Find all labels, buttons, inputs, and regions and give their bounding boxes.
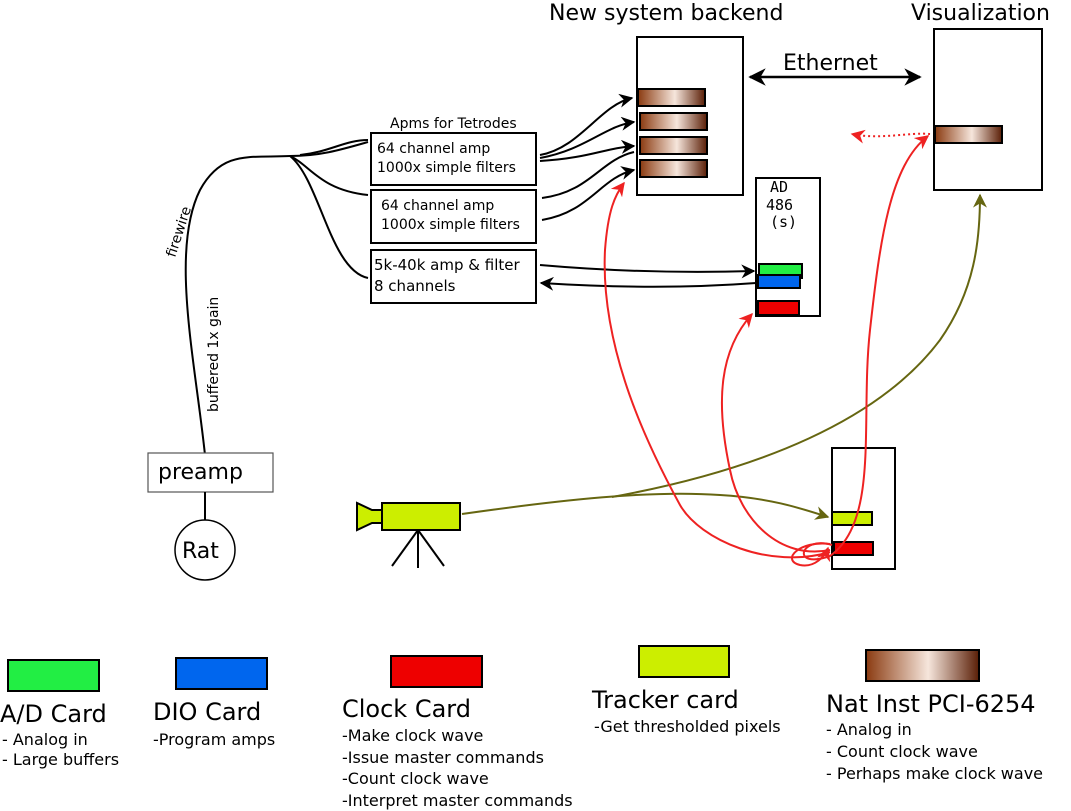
amp-1-line-2: 1000x simple filters bbox=[377, 160, 516, 176]
nat-inst-card-vis bbox=[934, 125, 1003, 144]
amp-2-line-2: 1000x simple filters bbox=[381, 217, 520, 233]
legend-nat-inst-item-2: - Count clock wave bbox=[826, 742, 978, 761]
buffered-label: buffered 1x gain bbox=[206, 297, 222, 412]
nat-inst-card-3 bbox=[639, 136, 708, 155]
legend-ad-item-1: - Analog in bbox=[2, 730, 88, 749]
legend-nat-inst-item-3: - Perhaps make clock wave bbox=[826, 764, 1043, 783]
legend-dio-title: DIO Card bbox=[153, 698, 261, 726]
legend-clock-item-1: -Make clock wave bbox=[342, 726, 483, 745]
clock-card-slot-ad486 bbox=[757, 300, 800, 316]
amp2-to-card4-wire bbox=[541, 166, 636, 221]
amp-2-line-1: 64 channel amp bbox=[381, 198, 494, 214]
nat-inst-card-2 bbox=[639, 112, 708, 131]
legend-tracker-item-1: -Get thresholded pixels bbox=[594, 717, 781, 736]
clock-to-ad486-wire bbox=[720, 312, 831, 553]
legend-clock-swatch bbox=[390, 655, 483, 688]
firewire-label: firewire bbox=[164, 205, 195, 260]
visualization-title: Visualization bbox=[911, 1, 1050, 26]
ad486-line-2: 486 bbox=[766, 196, 793, 214]
amp-box-3 bbox=[370, 249, 537, 304]
nat-inst-card-1 bbox=[637, 88, 706, 107]
ad486-box bbox=[755, 177, 821, 317]
cable-main bbox=[184, 141, 369, 456]
tracker-card-slot bbox=[831, 511, 873, 526]
legend-clock-item-2: -Issue master commands bbox=[342, 748, 544, 767]
amps-header: Apms for Tetrodes bbox=[390, 116, 517, 132]
amp-box-1 bbox=[370, 132, 537, 186]
amp-box-2 bbox=[370, 189, 537, 244]
legend-clock-item-4: -Interpret master commands bbox=[342, 791, 573, 810]
amp2-to-card3-wire bbox=[541, 151, 635, 199]
cable-branch-3 bbox=[289, 155, 369, 279]
legend-nat-inst-title: Nat Inst PCI-6254 bbox=[826, 690, 1036, 718]
legend-tracker-swatch bbox=[638, 645, 730, 678]
legend-clock-title: Clock Card bbox=[342, 695, 471, 723]
legend-nat-inst-swatch bbox=[865, 649, 980, 682]
clock-to-backend-wire bbox=[603, 181, 831, 559]
camera-icon bbox=[356, 501, 461, 568]
backend-title: New system backend bbox=[549, 1, 783, 26]
legend-clock-item-3: -Count clock wave bbox=[342, 769, 489, 788]
legend-nat-inst-item-1: - Analog in bbox=[826, 720, 912, 739]
legend-ad-item-2: - Large buffers bbox=[2, 750, 119, 769]
rat-circle bbox=[174, 519, 236, 581]
amp1-to-card1-wire bbox=[539, 93, 634, 156]
legend-ad-swatch bbox=[7, 659, 100, 692]
amp-3-line-1: 5k-40k amp & filter bbox=[374, 256, 520, 274]
tracker-to-visualization-wire bbox=[611, 193, 987, 498]
camera-to-tracker-wire bbox=[461, 492, 830, 520]
cable-branch-1b bbox=[299, 139, 369, 156]
rat-label: Rat bbox=[182, 539, 219, 564]
amp1-to-card3-wire bbox=[539, 139, 636, 162]
ethernet-label: Ethernet bbox=[783, 51, 878, 76]
amp1-to-card2-wire bbox=[539, 116, 636, 159]
visualization-box bbox=[933, 28, 1043, 191]
clock-card-slot-tracker bbox=[833, 541, 874, 556]
legend-tracker-title: Tracker card bbox=[591, 686, 739, 714]
clock-loop-wire bbox=[791, 542, 831, 567]
dio-to-amp3-wire bbox=[539, 276, 757, 291]
ad486-line-3: (s) bbox=[770, 213, 797, 231]
legend-dio-swatch bbox=[175, 657, 268, 690]
preamp-label: preamp bbox=[158, 460, 243, 485]
legend-ad-title: A/D Card bbox=[0, 700, 107, 728]
amp-3-line-2: 8 channels bbox=[374, 277, 456, 295]
amp3-to-ad-wire bbox=[539, 264, 756, 279]
dio-card-slot bbox=[757, 274, 801, 289]
nat-inst-card-4 bbox=[639, 159, 708, 178]
amp-1-line-1: 64 channel amp bbox=[377, 141, 490, 157]
preamp-box bbox=[147, 452, 274, 493]
cable-branch-2 bbox=[289, 155, 369, 196]
visualization-dotted-out bbox=[850, 129, 931, 144]
clock-to-visualization-wire bbox=[802, 135, 930, 561]
legend-dio-item-1: -Program amps bbox=[153, 730, 275, 749]
ad486-line-1: AD bbox=[770, 178, 788, 196]
